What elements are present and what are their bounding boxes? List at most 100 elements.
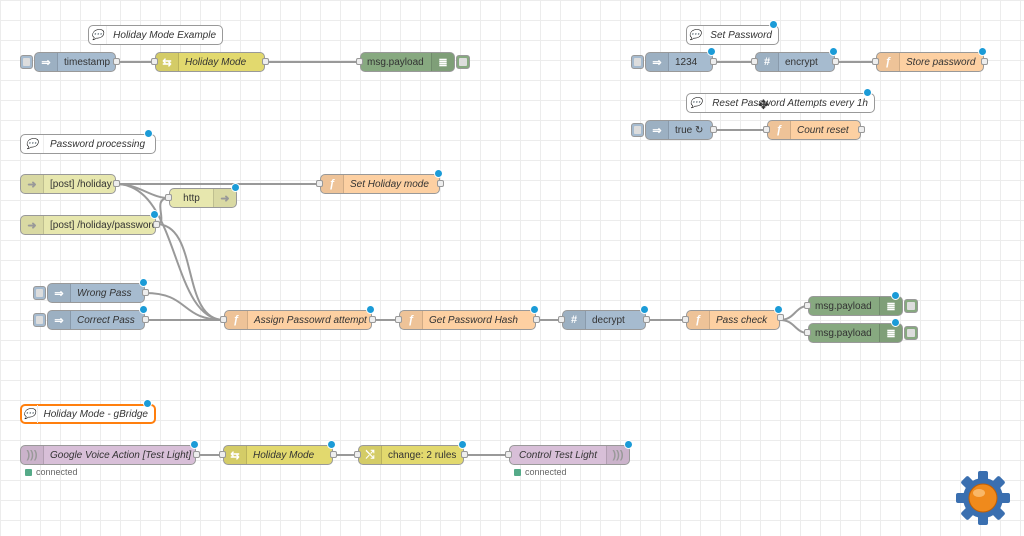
debug-toggle-button[interactable] xyxy=(456,55,470,69)
inject-button[interactable] xyxy=(20,55,33,69)
output-port[interactable] xyxy=(858,126,865,133)
comment-label: Set Password xyxy=(710,29,772,41)
input-port[interactable] xyxy=(558,316,565,323)
changed-indicator xyxy=(231,183,240,192)
output-port[interactable] xyxy=(262,58,269,65)
output-port[interactable] xyxy=(710,126,717,133)
function-node-get-password-hash[interactable]: ƒ Get Password Hash xyxy=(395,305,540,330)
debug-toggle-button[interactable] xyxy=(904,299,918,313)
comment-holiday-mode-example[interactable]: 💬 Holiday Mode Example xyxy=(88,25,223,45)
switch-icon: ⇆ xyxy=(224,446,247,464)
output-port[interactable] xyxy=(113,180,120,187)
comment-holiday-mode-gbridge[interactable]: 💬 Holiday Mode - gBridge xyxy=(20,399,156,424)
output-port[interactable] xyxy=(369,316,376,323)
changed-indicator xyxy=(891,318,900,327)
output-port[interactable] xyxy=(113,58,120,65)
input-port[interactable] xyxy=(682,316,689,323)
input-port[interactable] xyxy=(751,58,758,65)
input-port[interactable] xyxy=(220,316,227,323)
list-icon: ≣ xyxy=(879,324,902,342)
input-port[interactable] xyxy=(395,316,402,323)
debug-node-msg-payload-pass[interactable]: msg.payload ≣ xyxy=(804,291,918,316)
changed-indicator xyxy=(891,291,900,300)
comment-icon: 💬 xyxy=(89,26,108,44)
input-port[interactable] xyxy=(151,58,158,65)
http-icon: ➜ xyxy=(213,189,236,207)
arrow-in-icon: ⇒ xyxy=(646,121,669,139)
function-node-set-holiday-mode[interactable]: ƒ Set Holiday mode xyxy=(316,169,444,194)
decrypt-node[interactable]: # decrypt xyxy=(558,305,650,330)
arrow-in-icon: ⇒ xyxy=(48,311,71,329)
comment-icon: 💬 xyxy=(22,405,38,423)
output-port[interactable] xyxy=(777,314,784,321)
arrow-in-icon: ⇒ xyxy=(48,284,71,302)
node-status: connected xyxy=(25,467,78,477)
inject-node-timestamp[interactable]: ⇒ timestamp xyxy=(20,52,120,72)
debug-toggle-button[interactable] xyxy=(904,326,918,340)
function-node-count-reset[interactable]: ƒ Count reset xyxy=(763,120,865,140)
output-port[interactable] xyxy=(710,58,717,65)
inject-button[interactable] xyxy=(33,313,46,327)
gbridge-in-node-google-voice-action[interactable]: ))) Google Voice Action [Test Light] xyxy=(20,440,200,465)
output-port[interactable] xyxy=(643,316,650,323)
output-port[interactable] xyxy=(437,180,444,187)
output-port[interactable] xyxy=(330,451,337,458)
output-port[interactable] xyxy=(832,58,839,65)
input-port[interactable] xyxy=(165,194,172,201)
input-port[interactable] xyxy=(219,451,226,458)
http-in-node-holiday[interactable]: ➜ [post] /holiday xyxy=(20,174,120,194)
output-port[interactable] xyxy=(193,451,200,458)
input-port[interactable] xyxy=(356,58,363,65)
inject-node-true-repeat[interactable]: ⇒ true ↻ xyxy=(631,120,717,140)
gear-icon[interactable] xyxy=(955,470,1011,526)
output-port[interactable] xyxy=(153,221,160,228)
input-port[interactable] xyxy=(354,451,361,458)
change-node-2-rules[interactable]: ⤭ change: 2 rules xyxy=(354,440,468,465)
output-port[interactable] xyxy=(533,316,540,323)
changed-indicator xyxy=(327,440,336,449)
output-port[interactable] xyxy=(142,289,149,296)
encrypt-node[interactable]: # encrypt xyxy=(751,47,839,72)
switch-node-holiday-mode[interactable]: ⇆ Holiday Mode xyxy=(151,52,269,72)
http-in-node-holiday-password[interactable]: ➜ [post] /holiday/password xyxy=(20,210,160,235)
inject-node-1234[interactable]: ⇒ 1234 xyxy=(631,47,717,72)
comment-icon: 💬 xyxy=(687,26,705,44)
function-node-assign-password-attempt[interactable]: ƒ Assign Passowrd attempt xyxy=(220,305,376,330)
output-port[interactable] xyxy=(142,316,149,323)
function-node-pass-check[interactable]: ƒ Pass check xyxy=(682,305,784,330)
node-label: Assign Passowrd attempt xyxy=(254,314,367,326)
function-node-store-password[interactable]: ƒ Store password xyxy=(872,47,988,72)
switch-node-holiday-mode-gbridge[interactable]: ⇆ Holiday Mode xyxy=(219,440,337,465)
input-port[interactable] xyxy=(804,302,811,309)
inject-button[interactable] xyxy=(33,286,46,300)
connected-indicator xyxy=(514,468,521,476)
inject-button[interactable] xyxy=(631,55,644,69)
debug-node-msg-payload[interactable]: msg.payload ≣ xyxy=(356,52,470,72)
inject-node-wrong-pass[interactable]: ⇒ Wrong Pass xyxy=(33,278,149,303)
inject-node-correct-pass[interactable]: ⇒ Correct Pass xyxy=(33,305,149,330)
http-response-node[interactable]: http ➜ xyxy=(165,183,240,208)
comment-password-processing[interactable]: 💬 Password processing xyxy=(20,129,156,154)
input-port[interactable] xyxy=(316,180,323,187)
arrow-in-icon: ⇒ xyxy=(35,53,58,71)
inject-button[interactable] xyxy=(631,123,644,137)
node-label: Pass check xyxy=(716,314,768,326)
changed-indicator xyxy=(139,278,148,287)
move-cursor-icon: ✥ xyxy=(758,97,769,112)
function-icon: ƒ xyxy=(877,53,900,71)
debug-node-msg-payload-fail[interactable]: msg.payload ≣ xyxy=(804,318,918,343)
gbridge-out-node-control-test-light[interactable]: Control Test Light ))) xyxy=(505,440,633,465)
node-label: msg.payload xyxy=(815,327,872,339)
node-label: encrypt xyxy=(785,56,818,68)
comment-set-password[interactable]: 💬 Set Password xyxy=(686,20,779,45)
switch-icon: ⇆ xyxy=(156,53,179,71)
comment-reset-password-attempts[interactable]: 💬 Reset Password Attempts every 1h xyxy=(686,88,875,113)
input-port[interactable] xyxy=(872,58,879,65)
output-port[interactable] xyxy=(981,58,988,65)
node-label: Correct Pass xyxy=(77,314,135,326)
comment-label: Reset Password Attempts every 1h xyxy=(712,97,868,109)
input-port[interactable] xyxy=(505,451,512,458)
input-port[interactable] xyxy=(804,329,811,336)
output-port[interactable] xyxy=(461,451,468,458)
input-port[interactable] xyxy=(763,126,770,133)
